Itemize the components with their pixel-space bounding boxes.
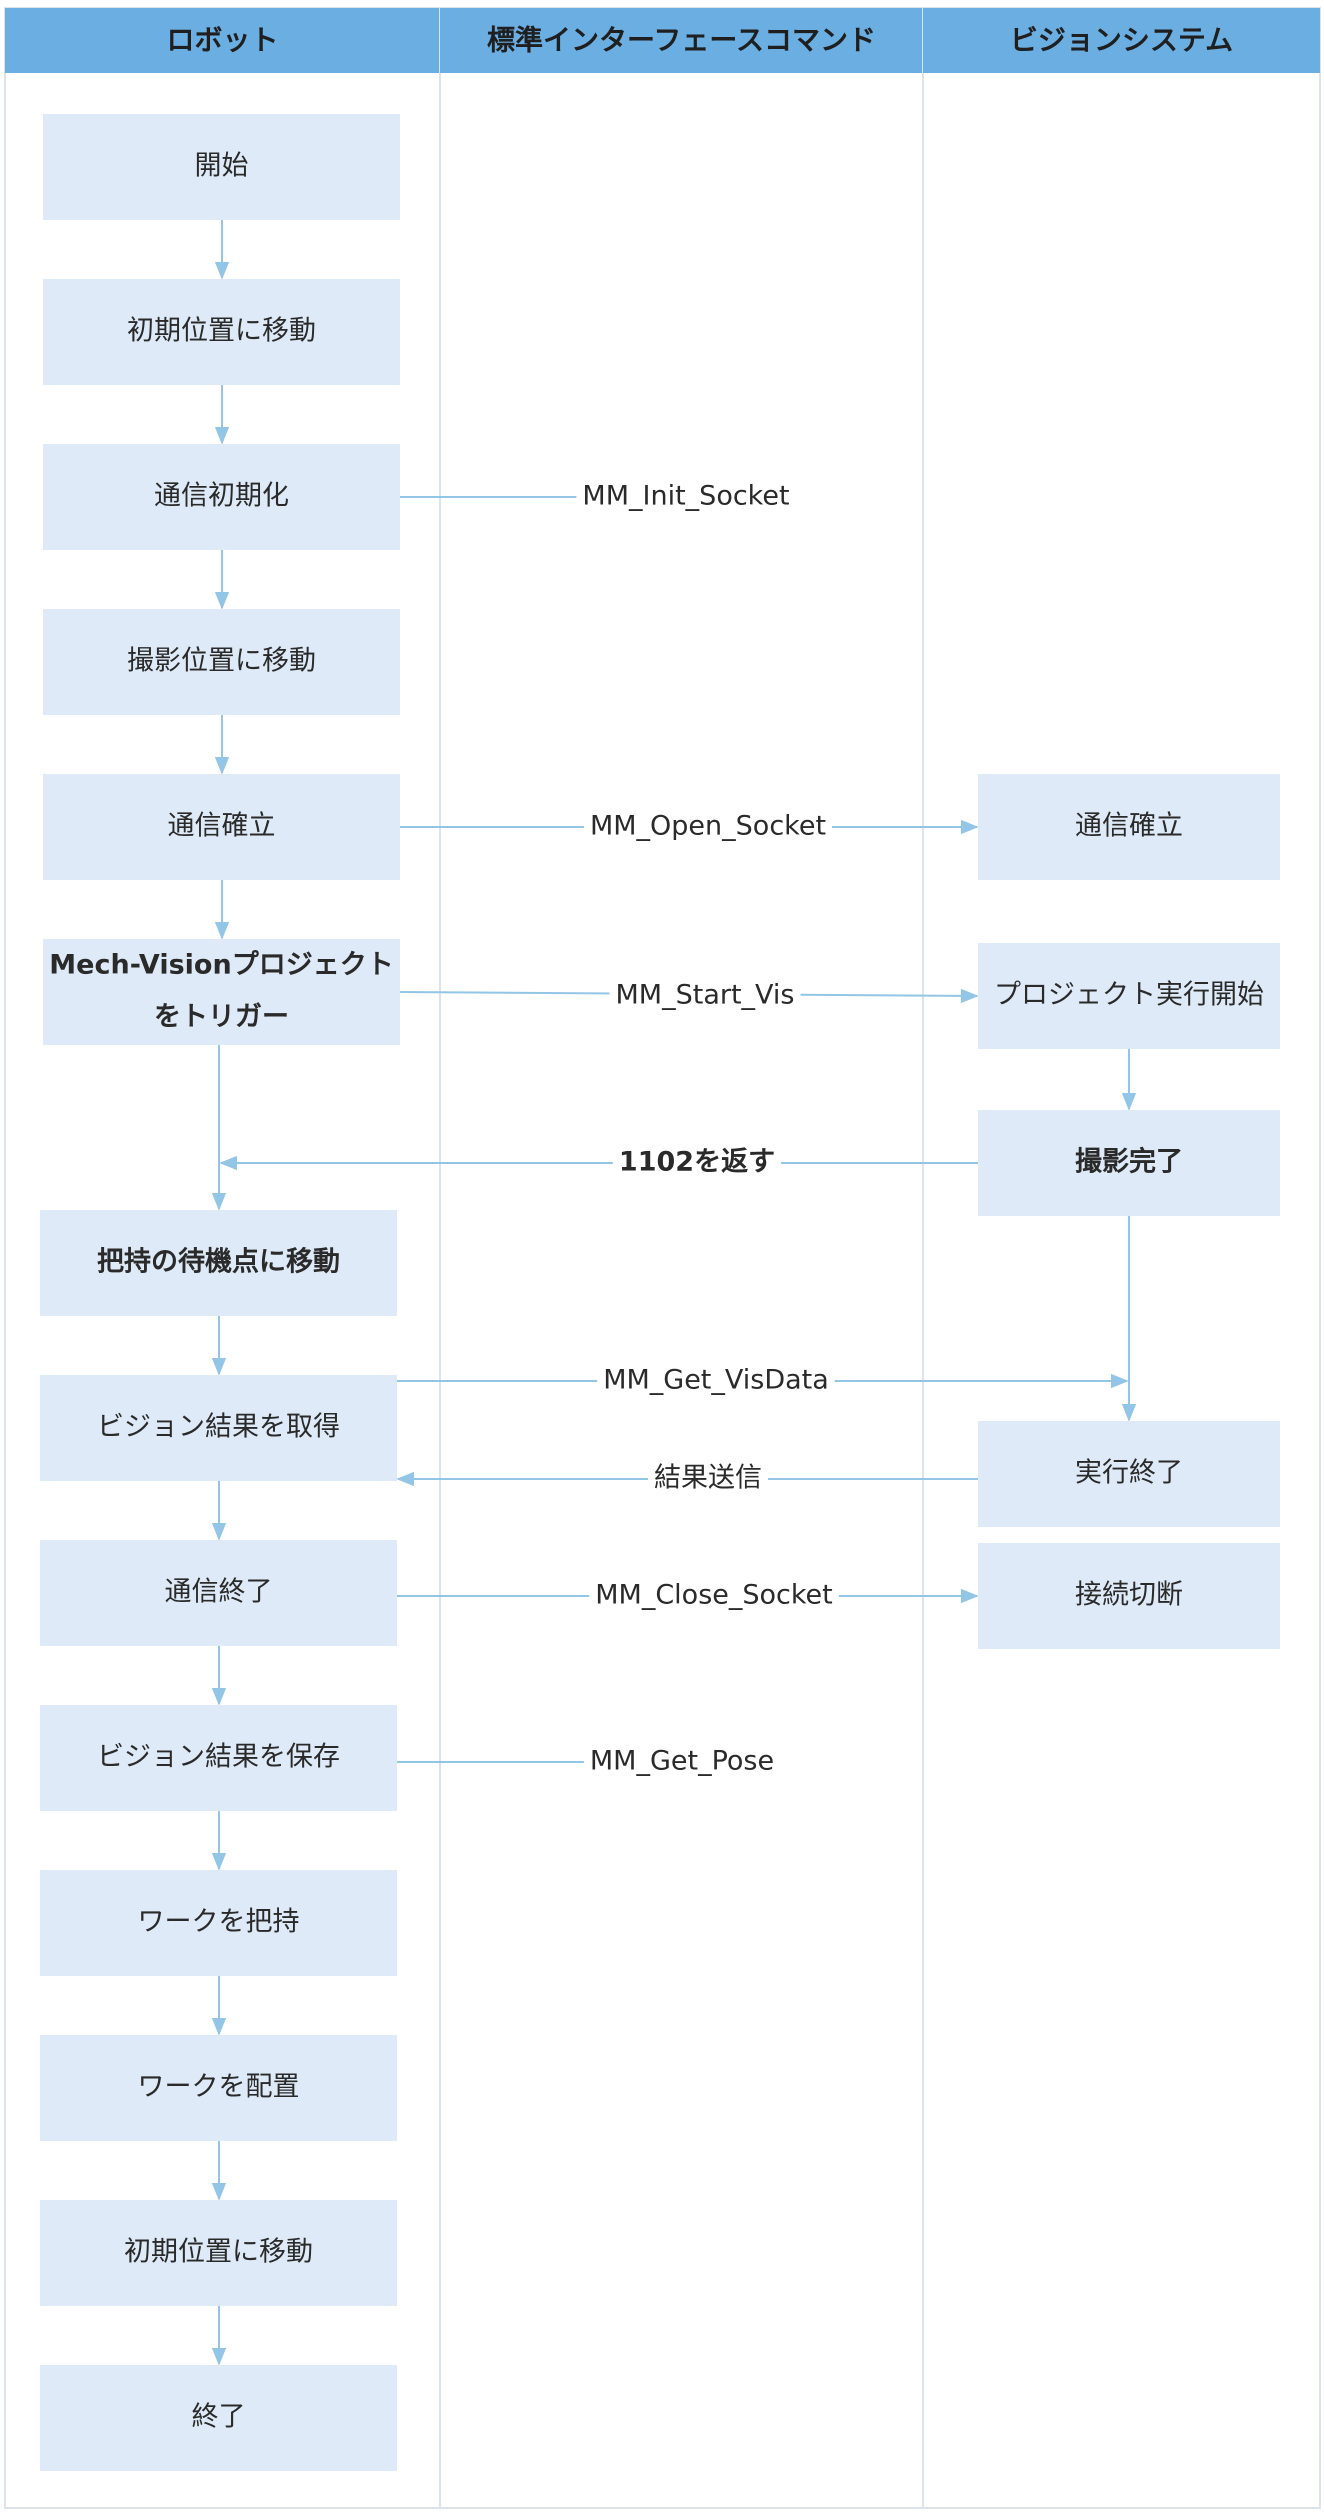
node-label-move_capture: 撮影位置に移動: [127, 646, 316, 677]
node-box-get_result: [40, 1375, 397, 1481]
node-move_init_2: 初期位置に移動: [40, 2200, 397, 2306]
edge-label-bg: [597, 1362, 835, 1398]
edge-label-bg: [583, 1743, 781, 1779]
node-box-exec_end: [978, 1421, 1280, 1527]
node-box-pick: [40, 1870, 397, 1976]
node-label-project_start: プロジェクト実行開始: [994, 980, 1264, 1011]
node-label-end: 終了: [192, 2402, 246, 2433]
lane-header-vision: [923, 8, 1320, 73]
edge-label-comm_open_robot-to-comm_open_vision: MM_Open_Socket: [590, 811, 826, 842]
edge-label-bg: [612, 1144, 782, 1180]
node-box-move_wait: [40, 1210, 397, 1316]
node-label-move_init_1: 初期位置に移動: [127, 316, 316, 347]
node-move_capture: 撮影位置に移動: [43, 609, 400, 715]
node-comm_open_robot: 通信確立: [43, 774, 400, 880]
node-box-end: [40, 2365, 397, 2471]
edge-label-get_result-to-exec_end: MM_Get_VisData: [603, 1365, 829, 1396]
lane-header-robot: [5, 8, 440, 73]
node-box-place: [40, 2035, 397, 2141]
node-comm_open_vision: 通信確立: [978, 774, 1280, 880]
lane-title-vision: ビジョンシステム: [1010, 24, 1233, 57]
node-place: ワークを配置: [40, 2035, 397, 2141]
edge-label-comm_close-to-disconnect: MM_Close_Socket: [595, 1580, 833, 1611]
node-label-start: 開始: [195, 151, 249, 182]
node-label-save_result: ビジョン結果を保存: [97, 1742, 340, 1773]
node-save_result: ビジョン結果を保存: [40, 1705, 397, 1811]
edge-label-trigger_project-to-project_start: MM_Start_Vis: [616, 980, 795, 1011]
node-capture_done: 撮影完了: [978, 1110, 1280, 1216]
node-box-project_start: [978, 943, 1280, 1049]
edge-label-bg: [576, 478, 796, 514]
node-box-comm_open_robot: [43, 774, 400, 880]
node-box-disconnect: [978, 1543, 1280, 1649]
edge-label-capture_done-to-move_wait: 1102を返す: [619, 1147, 775, 1178]
node-label-trigger_project: をトリガー: [154, 1002, 289, 1033]
node-box-save_result: [40, 1705, 397, 1811]
edge-label-bg: [648, 1460, 768, 1496]
lane-interface: [439, 7, 924, 2509]
node-exec_end: 実行終了: [978, 1421, 1280, 1527]
node-move_init_1: 初期位置に移動: [43, 279, 400, 385]
lane-header-interface: [440, 8, 923, 73]
node-get_result: ビジョン結果を取得: [40, 1375, 397, 1481]
node-box-move_init_1: [43, 279, 400, 385]
node-box-comm_open_vision: [978, 774, 1280, 880]
node-comm_init: 通信初期化: [43, 444, 400, 550]
node-label-disconnect: 接続切断: [1075, 1580, 1183, 1611]
node-label-get_result: ビジョン結果を取得: [97, 1412, 340, 1443]
lane-title-interface: 標準インターフェースコマンド: [487, 24, 876, 57]
edge-label-save_result-to-interface: MM_Get_Pose: [590, 1746, 774, 1777]
node-label-comm_open_vision: 通信確立: [1075, 811, 1183, 842]
node-box-start: [43, 114, 400, 220]
node-label-capture_done: 撮影完了: [1075, 1146, 1183, 1178]
edge-label-comm_init-to-interface: MM_Init_Socket: [582, 481, 789, 512]
node-label-move_wait: 把持の待機点に移動: [97, 1247, 340, 1278]
node-move_wait: 把持の待機点に移動: [40, 1210, 397, 1316]
node-disconnect: 接続切断: [978, 1543, 1280, 1649]
node-comm_close: 通信終了: [40, 1540, 397, 1646]
node-box-capture_done: [978, 1110, 1280, 1216]
node-pick: ワークを把持: [40, 1870, 397, 1976]
lane-title-robot: ロボット: [166, 24, 278, 57]
node-end: 終了: [40, 2365, 397, 2471]
node-box-comm_close: [40, 1540, 397, 1646]
lane-vision: [922, 7, 1321, 2509]
edge-label-bg: [583, 808, 833, 844]
node-start: 開始: [43, 114, 400, 220]
node-project_start: プロジェクト実行開始: [978, 943, 1280, 1049]
node-label-comm_close: 通信終了: [165, 1577, 273, 1608]
node-label-place: ワークを配置: [138, 2072, 300, 2103]
node-label-comm_init: 通信初期化: [154, 481, 289, 512]
node-box-move_capture: [43, 609, 400, 715]
edge-label-exec_end-to-get_result: 結果送信: [654, 1463, 762, 1494]
node-box-comm_init: [43, 444, 400, 550]
edge-label-bg: [609, 977, 801, 1013]
edge-label-bg: [589, 1577, 839, 1613]
node-label-pick: ワークを把持: [138, 1907, 300, 1938]
node-label-comm_open_robot: 通信確立: [168, 811, 276, 842]
node-label-trigger_project: Mech-Visionプロジェクト: [49, 950, 393, 981]
node-box-trigger_project: [43, 939, 400, 1045]
node-label-exec_end: 実行終了: [1075, 1458, 1183, 1489]
node-box-move_init_2: [40, 2200, 397, 2306]
node-label-move_init_2: 初期位置に移動: [124, 2237, 313, 2268]
